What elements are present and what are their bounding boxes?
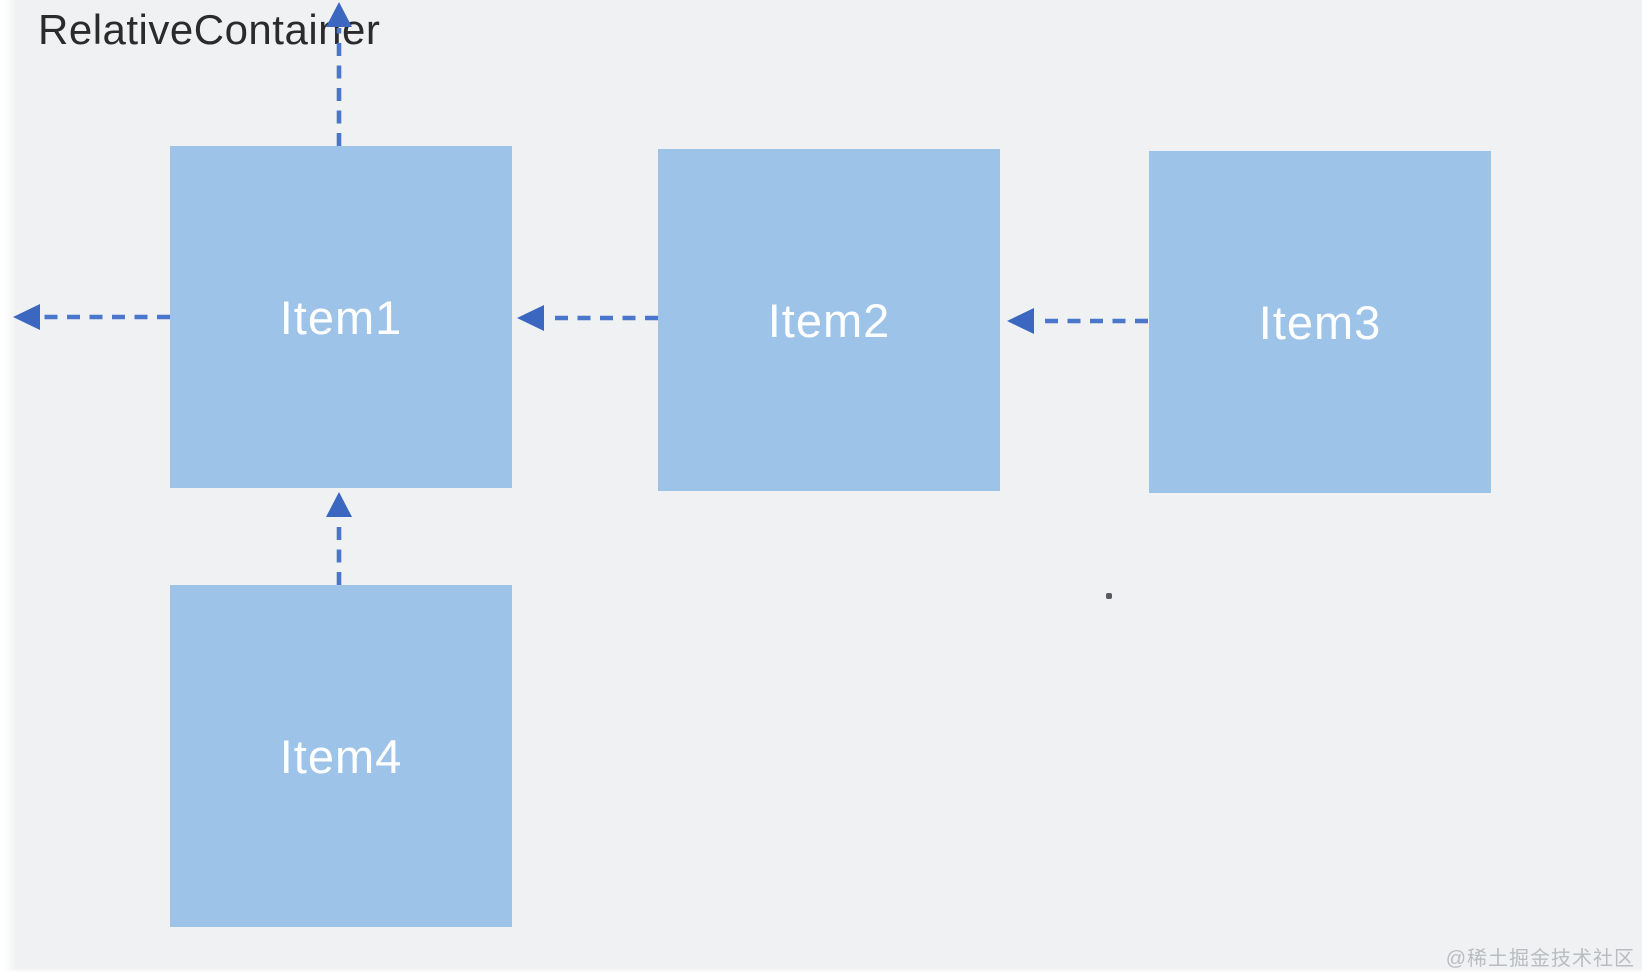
arrow-item1-to-container-left (13, 304, 170, 330)
watermark-text: @稀土掘金技术社区 (1445, 948, 1635, 970)
item-box-label: Item1 (279, 290, 403, 344)
arrow-item2-to-item1 (517, 305, 658, 331)
bottom-edge-highlight (0, 968, 1642, 976)
left-edge-highlight (0, 0, 16, 976)
item-box-item2: Item2 (658, 149, 1000, 491)
arrow-item3-to-item2 (1007, 308, 1148, 334)
item-box-label: Item4 (279, 729, 403, 783)
item-box-item3: Item3 (1149, 151, 1491, 493)
item-box-item1: Item1 (170, 146, 512, 488)
item-box-item4: Item4 (170, 585, 512, 927)
item-box-label: Item2 (767, 293, 891, 347)
diagram-title: RelativeContainer (38, 6, 381, 53)
arrow-item4-to-item1 (326, 492, 352, 585)
item-box-label: Item3 (1258, 295, 1382, 349)
cursor-dot (1106, 593, 1112, 599)
